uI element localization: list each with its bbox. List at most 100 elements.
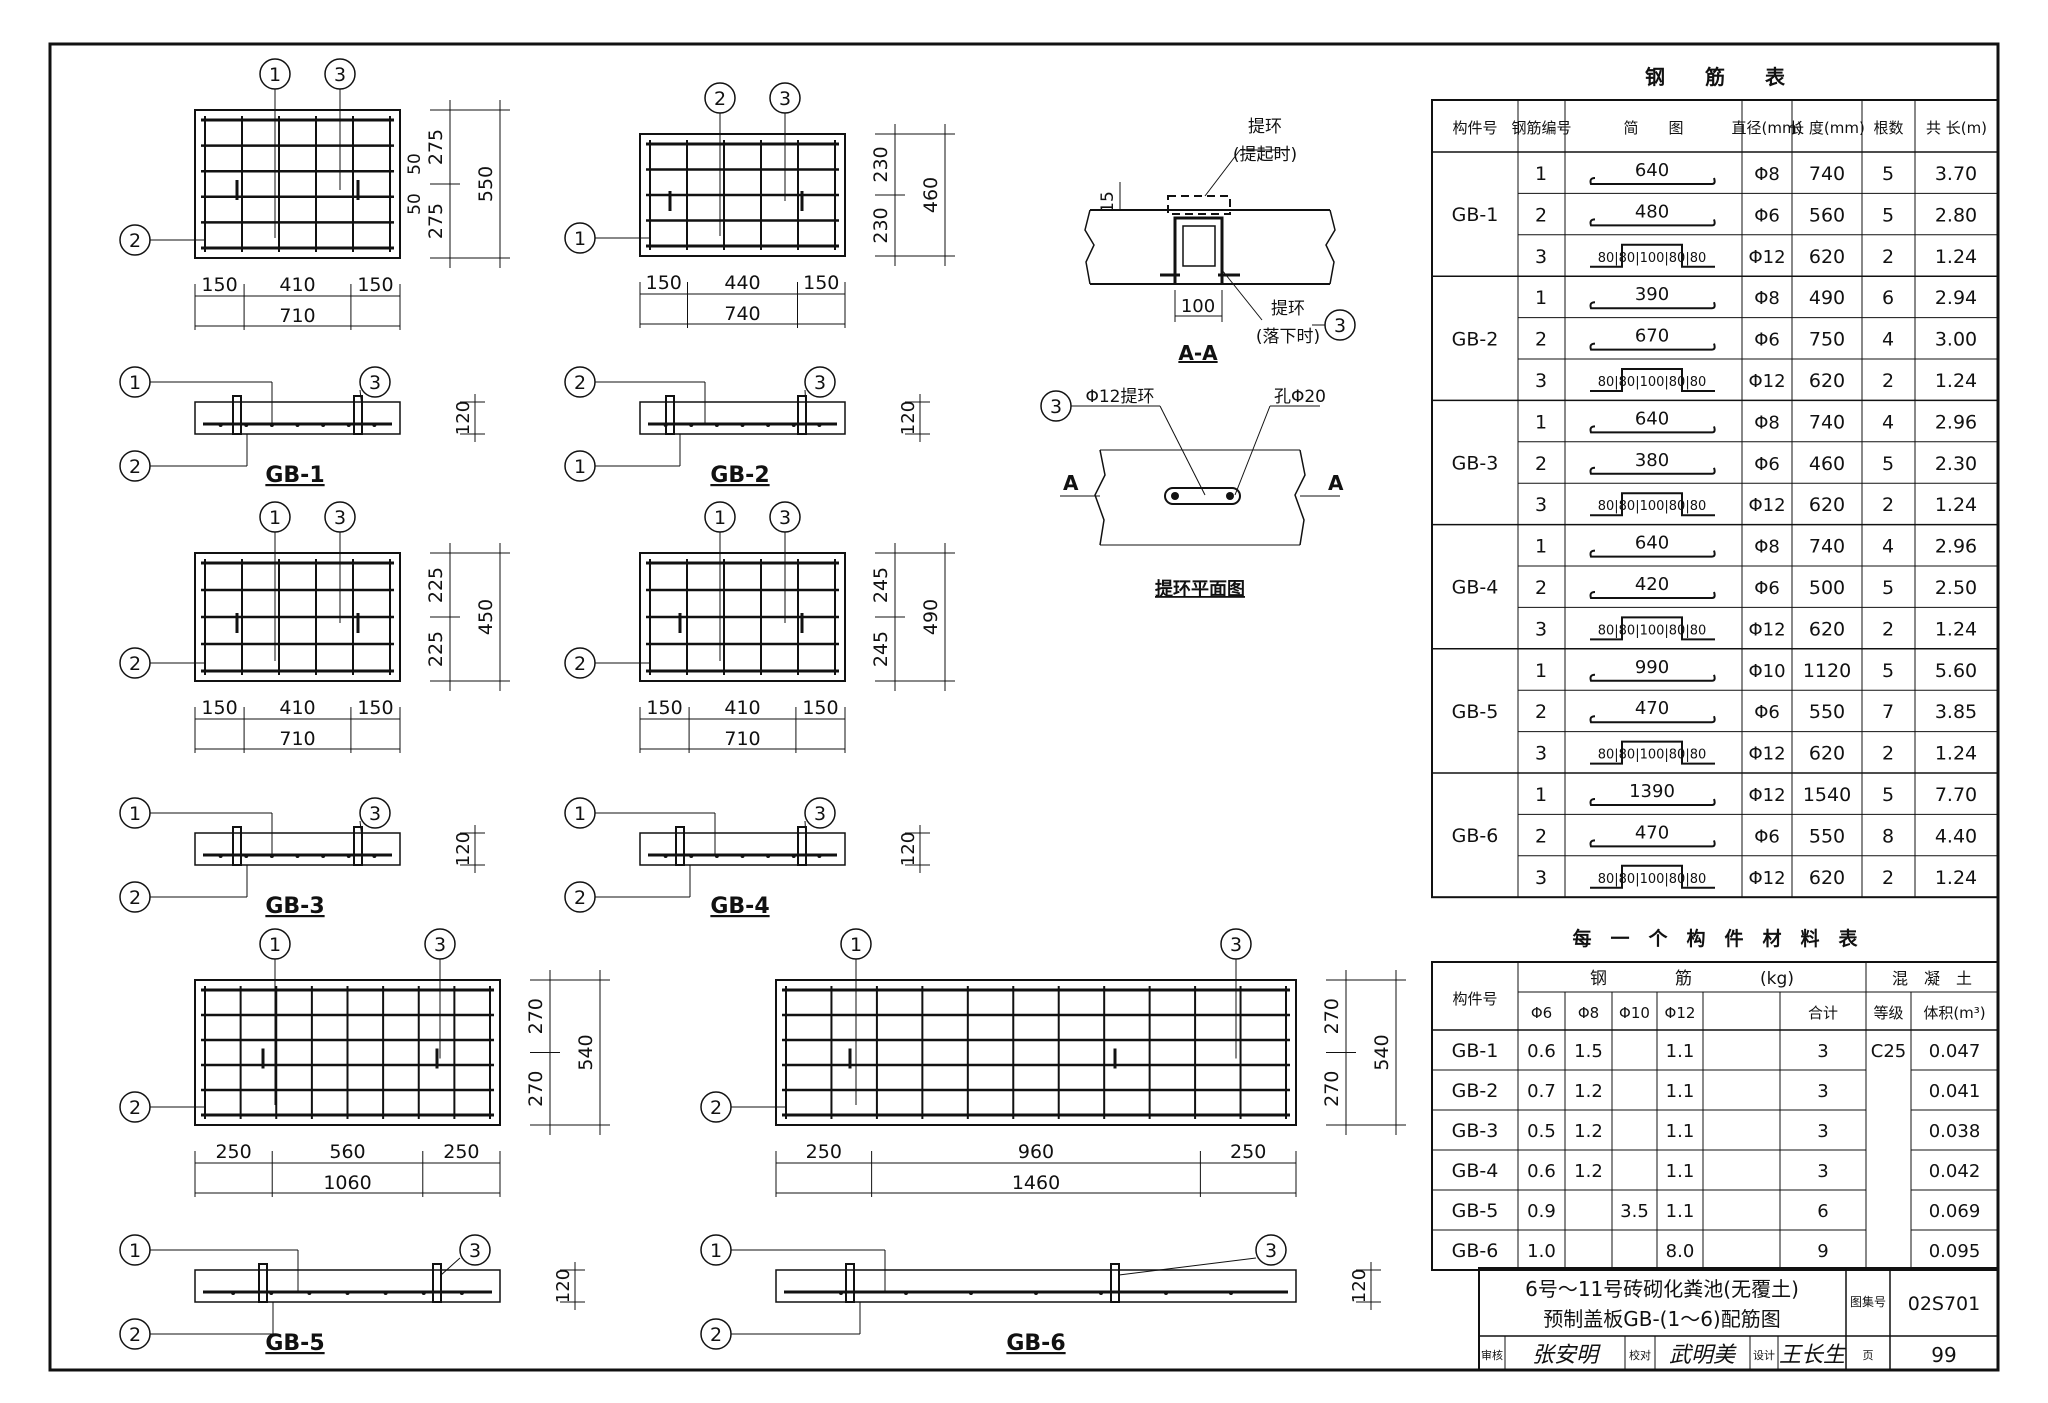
bar-diameter: Φ6 [1754,454,1780,475]
leader [804,389,807,408]
material-cell: 0.069 [1929,1201,1981,1222]
bar-number: 2 [1535,825,1547,847]
material-part-name: GB-2 [1452,1080,1499,1102]
material-subheader-7: 体积(m³) [1923,1004,1985,1022]
checker-signature: 武明美 [1669,1343,1737,1368]
bar-count: 6 [1882,287,1894,309]
material-subheader-6: 等级 [1873,1004,1903,1022]
bar-length: 620 [1809,743,1845,765]
material-cell: 3 [1817,1161,1828,1182]
steel-header-1: 钢筋编号 [1511,119,1571,137]
material-cell: 3 [1817,1121,1828,1142]
bar-shape-straight [1589,425,1716,434]
bar-count: 4 [1882,411,1894,433]
bar-number: 2 [1535,204,1547,226]
bar-total-length: 2.30 [1935,453,1977,475]
steel-header-6: 共 长(m) [1926,119,1987,137]
lift-ring-detail: 提环 (提起时) 15 100 提环 (落下时) 3 A-A 3 Φ12提环 孔… [1040,117,1356,600]
bar-shape-dims: 80|80|100|80|80 [1598,375,1707,390]
dim-right-upper: 275 [425,129,447,165]
bar-total-length: 1.24 [1935,494,1977,516]
bar-length: 740 [1809,536,1845,558]
material-part-name: GB-3 [1452,1120,1499,1142]
dim-total: 1060 [323,1172,371,1194]
section-callout-b-label: 2 [574,887,586,909]
bar-shape-length: 470 [1635,822,1669,843]
dim-right-lower: 275 [425,203,447,239]
dim-right-total: 540 [575,1034,597,1070]
plan-callout-a-label: 1 [850,934,862,956]
bar-count: 8 [1882,825,1894,847]
bar-shape-bent [1590,864,1715,889]
dim-top-right: 150 [357,274,393,296]
bar-total-length: 7.70 [1935,784,1977,806]
material-header-part: 构件号 [1452,990,1497,1008]
bar-diameter: Φ12 [1748,868,1785,889]
bar-number: 1 [1535,784,1547,806]
dim-total: 710 [279,305,315,327]
section-outline [639,832,846,866]
section-bar-dot [740,854,745,858]
bar-shape-length: 640 [1635,533,1669,554]
side-callout-label: 1 [574,228,586,250]
page-label: 页 [1863,1349,1874,1362]
cut-label-right: A [1328,471,1344,495]
steel-part-name: GB-5 [1452,701,1499,723]
section-ring [675,826,685,866]
material-table-title: 每 一 个 构 件 材 料 表 [1572,927,1858,950]
section-bar-dot [663,854,668,858]
bar-shape-straight [1589,342,1716,351]
section-ring [1110,1263,1120,1303]
bar-length: 620 [1809,370,1845,392]
bar-total-length: 1.24 [1935,370,1977,392]
bar-shape-bent [1590,243,1715,268]
section-bar-dot [321,423,326,427]
section-callout-c-label: 3 [814,803,826,825]
bar-number: 1 [1535,287,1547,309]
bar-count: 4 [1882,536,1894,558]
bar-diameter: Φ10 [1748,661,1785,682]
bar-count: 4 [1882,329,1894,351]
bar-shape-dims: 80|80|100|80|80 [1598,623,1707,638]
material-cell: 0.095 [1929,1241,1981,1262]
steel-part-name: GB-6 [1452,825,1499,847]
section-callout-a-label: 1 [710,1240,722,1262]
dim-top-right: 150 [802,697,838,719]
bar-shape-length: 1390 [1629,781,1675,802]
bar-diameter: Φ12 [1748,619,1785,640]
section-ring [797,826,807,866]
bar-total-length: 2.94 [1935,287,1977,309]
bar-shape-length: 470 [1635,698,1669,719]
side-callout-label: 2 [574,653,586,675]
material-cell: 0.6 [1527,1161,1556,1182]
section-ring [845,1263,855,1303]
steel-part-name: GB-3 [1452,453,1499,475]
section-outline [775,1269,1297,1303]
section-outline [639,401,846,435]
section-bar-dot [321,854,326,858]
bar-diameter: Φ6 [1754,702,1780,723]
bar-shape-straight [1589,218,1716,227]
panel-outline [194,109,401,259]
section-bar-dot [383,1291,388,1295]
dim-right-lower: 270 [525,1071,547,1107]
dim-top-left: 150 [201,697,237,719]
dim-right-upper: 270 [1321,998,1343,1034]
material-cell: 1.1 [1666,1121,1695,1142]
panel-label: GB-2 [710,463,769,488]
dim-section-height: 120 [553,1269,574,1303]
panel-outline [775,979,1297,1126]
plan-callout-3-label: 3 [1050,396,1062,418]
section-bar-dot [689,854,694,858]
section-outline [194,832,401,866]
bar-number: 3 [1535,246,1547,268]
section-bar-dot [218,854,223,858]
bar-diameter: Φ8 [1754,164,1780,185]
leader [359,820,363,839]
bar-shape-dims: 80|80|100|80|80 [1598,872,1707,887]
bar-number: 2 [1535,453,1547,475]
section-ring [432,1263,442,1303]
bar-count: 5 [1882,577,1894,599]
